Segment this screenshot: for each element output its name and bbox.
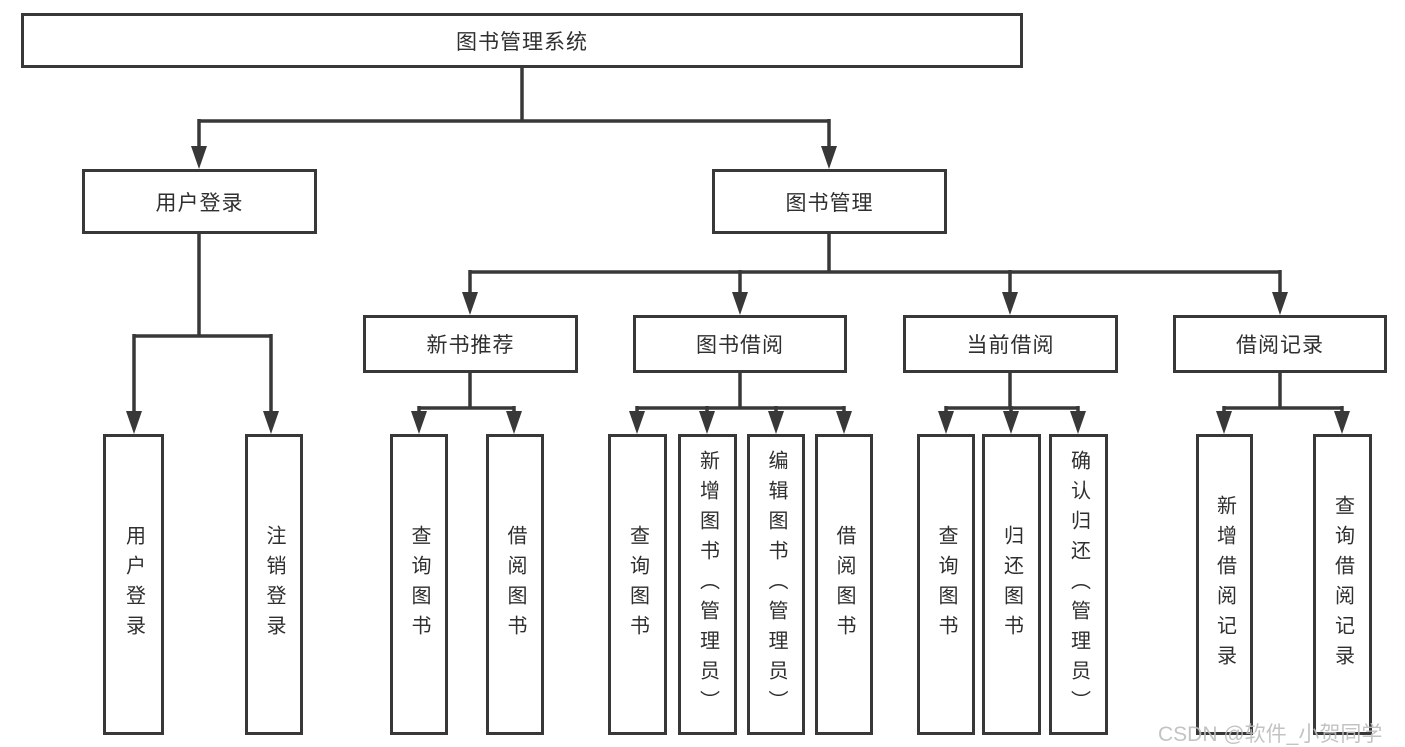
node-label: 查询图书 xyxy=(626,524,649,645)
node-label: 图书管理系统 xyxy=(456,30,588,54)
node-new-book-recommend: 新书推荐 xyxy=(363,315,578,373)
node-book-management: 图书管理 xyxy=(712,169,947,234)
leaf-borrow-books-recommend: 借阅图书 xyxy=(486,434,544,735)
leaf-query-books: 查询图书 xyxy=(608,434,667,735)
node-label: 借阅记录 xyxy=(1236,334,1324,357)
node-label: 当前借阅 xyxy=(966,334,1055,357)
node-label: 用户登录 xyxy=(122,524,145,645)
leaf-borrow-books: 借阅图书 xyxy=(815,434,873,735)
leaf-query-books-current: 查询图书 xyxy=(917,434,975,735)
leaf-return-books: 归还图书 xyxy=(982,434,1041,735)
node-label: 查询借阅记录 xyxy=(1331,494,1354,675)
node-label: 用户登录 xyxy=(155,191,244,215)
leaf-edit-books-admin: 编辑图书（管理员） xyxy=(747,434,805,735)
node-label: 图书管理 xyxy=(785,191,874,215)
node-label: 图书借阅 xyxy=(696,334,784,357)
leaf-logout: 注销登录 xyxy=(245,434,303,735)
leaf-query-books-recommend: 查询图书 xyxy=(390,434,448,735)
node-label: 新增借阅记录 xyxy=(1213,494,1236,675)
node-label: 新增图书（管理员） xyxy=(696,449,719,720)
node-user-login: 用户登录 xyxy=(82,169,317,234)
node-label: 归还图书 xyxy=(1000,524,1023,645)
node-label: 借阅图书 xyxy=(833,524,855,645)
node-label: 注销登录 xyxy=(263,524,285,645)
node-label: 新书推荐 xyxy=(426,334,515,357)
node-borrow-records: 借阅记录 xyxy=(1173,315,1387,373)
leaf-user-login: 用户登录 xyxy=(103,434,164,735)
leaf-add-books-admin: 新增图书（管理员） xyxy=(678,434,737,735)
leaf-confirm-return-admin: 确认归还（管理员） xyxy=(1049,434,1108,735)
leaf-query-borrow-record: 查询借阅记录 xyxy=(1313,434,1372,735)
node-label: 查询图书 xyxy=(408,524,430,645)
node-book-borrow: 图书借阅 xyxy=(633,315,847,373)
leaf-add-borrow-record: 新增借阅记录 xyxy=(1196,434,1253,735)
node-label: 确认归还（管理员） xyxy=(1067,449,1090,720)
csdn-watermark: CSDN @软件_小贺同学 xyxy=(1158,723,1383,746)
node-label: 借阅图书 xyxy=(504,524,526,645)
node-label: 查询图书 xyxy=(935,524,957,645)
node-current-borrow: 当前借阅 xyxy=(903,315,1118,373)
node-library-management-system: 图书管理系统 xyxy=(21,13,1023,68)
node-label: 编辑图书（管理员） xyxy=(765,449,787,720)
